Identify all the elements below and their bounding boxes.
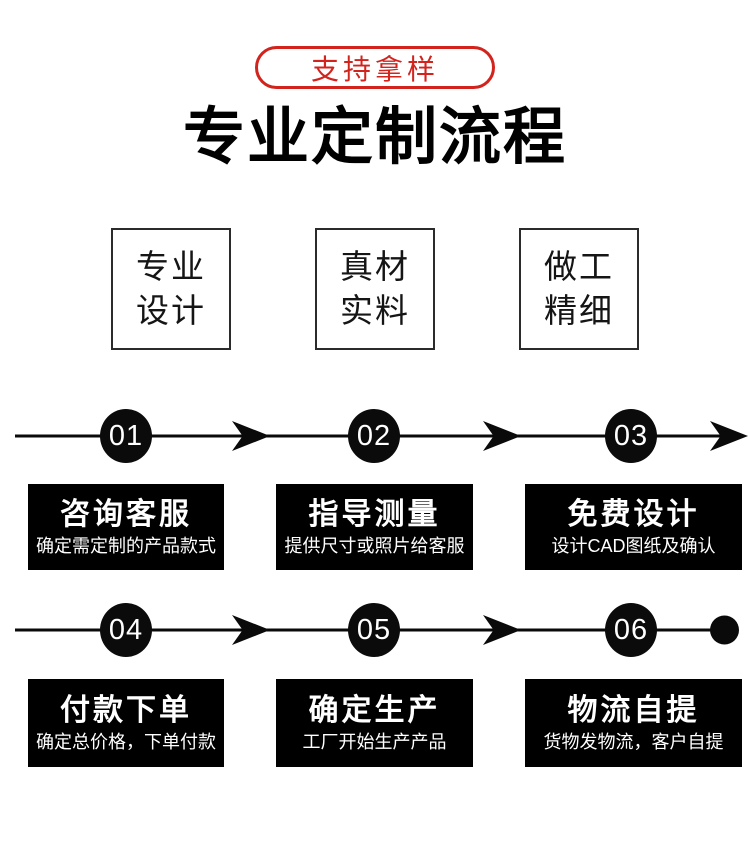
step-card-title: 付款下单 [60, 693, 192, 727]
step-card-desc: 确定需定制的产品款式 [36, 535, 216, 556]
step-number-badge-02: 02 [348, 409, 400, 463]
step-card-title: 咨询客服 [60, 497, 192, 531]
step-row-2: 付款下单 确定总价格，下单付款 确定生产 工厂开始生产产品 物流自提 货物发物流… [28, 679, 750, 767]
page-title: 专业定制流程 [182, 103, 567, 172]
flow-row-2: 04 05 06 [0, 603, 750, 657]
feature-list: 专业 设计 真材 实料 做工 精细 [0, 228, 750, 350]
flow-row-1: 01 02 03 [0, 409, 750, 463]
step-row-1: 咨询客服 确定需定制的产品款式 指导测量 提供尺寸或照片给客服 免费设计 设计C… [28, 484, 750, 570]
step-card-title: 确定生产 [308, 693, 441, 727]
step-number-badge-03: 03 [605, 409, 657, 463]
feature-line: 专业 [136, 248, 206, 285]
step-number-badge-04: 04 [100, 603, 152, 657]
step-card-production: 确定生产 工厂开始生产产品 [276, 679, 473, 767]
step-card-desc: 设计CAD图纸及确认 [551, 535, 716, 556]
step-card-consult: 咨询客服 确定需定制的产品款式 [28, 484, 224, 570]
feature-box-design-label: 专业 设计 [136, 245, 206, 333]
sample-support-badge: 支持拿样 [255, 46, 495, 89]
step-card-payment: 付款下单 确定总价格，下单付款 [28, 679, 224, 767]
step-card-title: 指导测量 [308, 497, 441, 531]
step-number-badge-01: 01 [100, 409, 152, 463]
feature-box-workmanship: 做工 精细 [519, 228, 639, 350]
flow-end-dot-icon [710, 615, 739, 645]
step-number-badge-05: 05 [348, 603, 400, 657]
sample-support-badge-label: 支持拿样 [310, 53, 439, 85]
step-card-free-design: 免费设计 设计CAD图纸及确认 [525, 484, 742, 570]
step-card-title: 免费设计 [567, 497, 700, 531]
step-card-title: 物流自提 [567, 693, 700, 727]
step-card-desc: 工厂开始生产产品 [302, 731, 447, 752]
feature-line: 实料 [340, 292, 410, 329]
step-card-desc: 货物发物流，客户自提 [543, 731, 724, 752]
step-card-measure: 指导测量 提供尺寸或照片给客服 [276, 484, 473, 570]
feature-box-design: 专业 设计 [111, 228, 231, 350]
feature-line: 精细 [544, 292, 614, 329]
step-card-desc: 提供尺寸或照片给客服 [284, 535, 465, 556]
step-card-desc: 确定总价格，下单付款 [36, 731, 216, 752]
feature-box-materials: 真材 实料 [315, 228, 435, 350]
feature-box-workmanship-label: 做工 精细 [544, 245, 614, 333]
feature-line: 做工 [544, 248, 614, 285]
feature-line: 真材 [340, 248, 410, 285]
step-number-badge-06: 06 [605, 603, 657, 657]
feature-box-materials-label: 真材 实料 [340, 245, 410, 333]
feature-line: 设计 [136, 292, 206, 329]
step-card-logistics: 物流自提 货物发物流，客户自提 [525, 679, 742, 767]
